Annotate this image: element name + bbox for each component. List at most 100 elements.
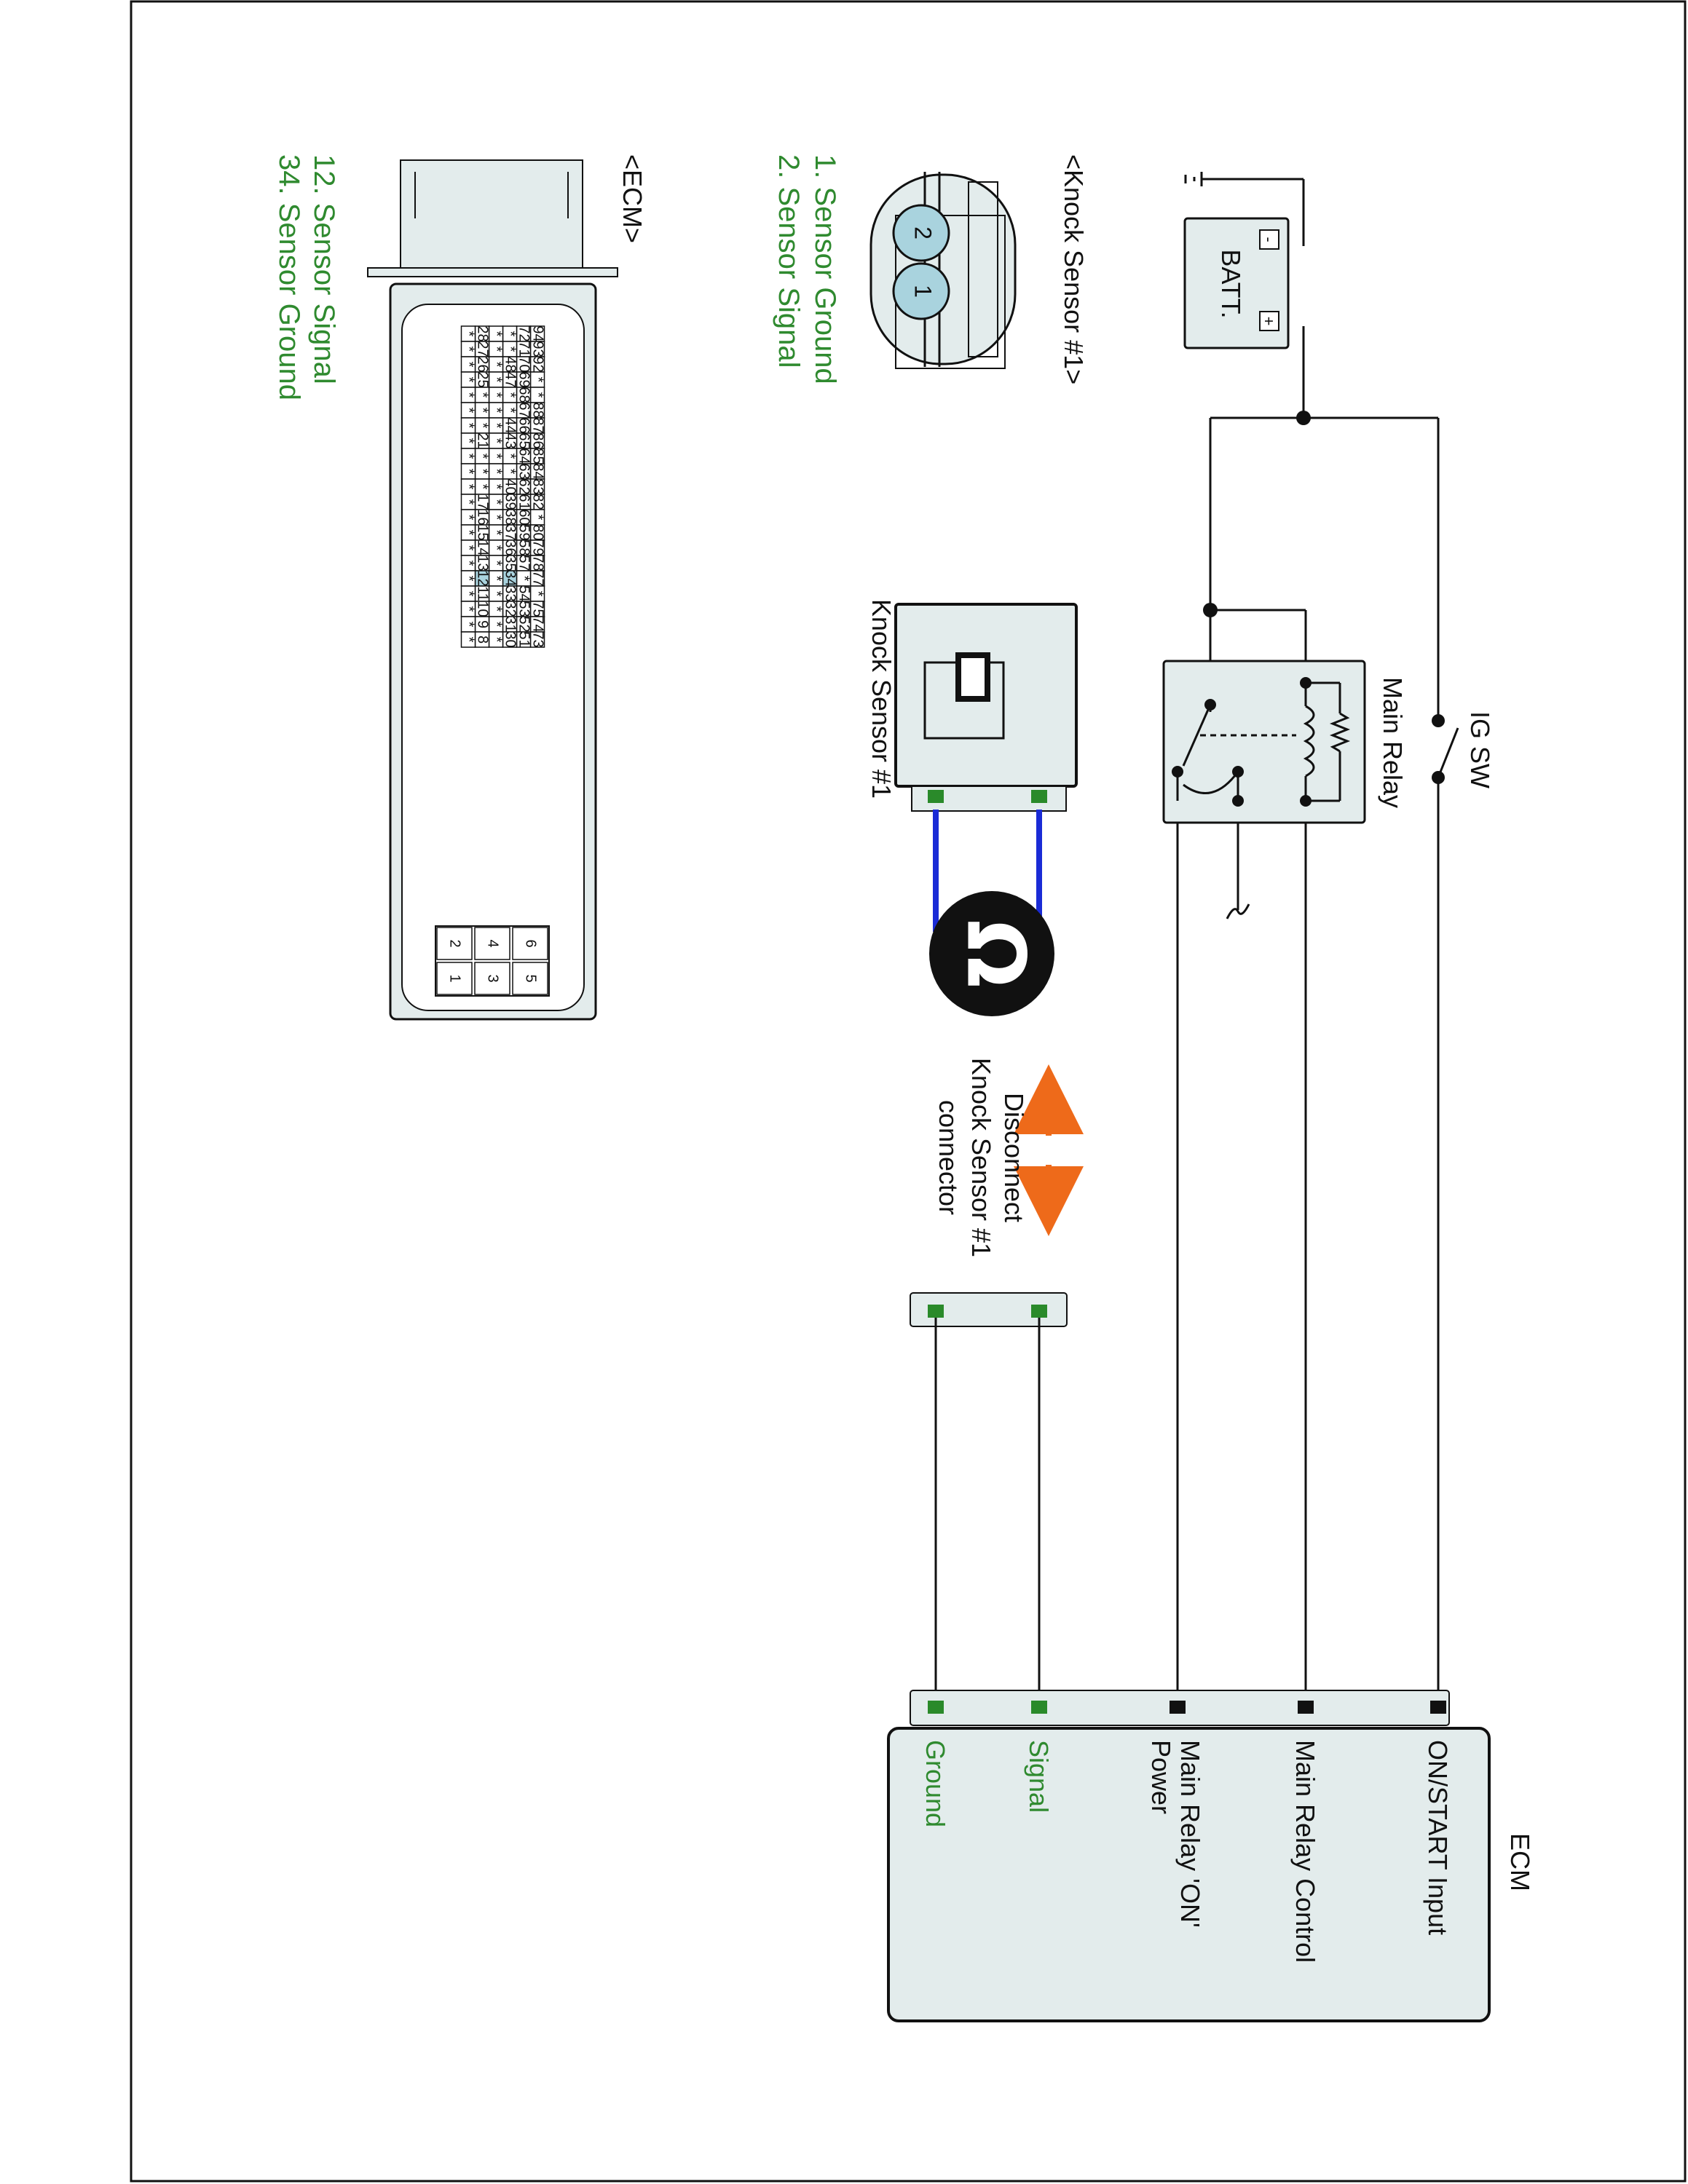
ecm-pin-label: *	[489, 469, 505, 475]
ecm-pin-label: 27	[475, 341, 491, 357]
ecm-pin-label: 51	[516, 631, 532, 647]
ecm-pin-label: *	[475, 392, 491, 398]
ecm-pin-label: 21	[475, 432, 491, 448]
ecm-pin-label: 73	[530, 631, 546, 647]
ecm-pin-label: 8	[475, 636, 491, 644]
harness-connector	[910, 1292, 1068, 1327]
ecm-pin-label: *	[489, 545, 505, 551]
knock-sensor-connector-view: <Knock Sensor #1> 2 1 1. Sensor Ground 2…	[773, 154, 1089, 384]
ecm-connector-title: <ECM>	[618, 154, 647, 243]
ecm-pin-label: *	[489, 561, 505, 566]
ecm-pin-label: 77	[530, 570, 546, 586]
ohm-symbol: Ω	[950, 919, 1043, 988]
ecm-pin-label: *	[502, 454, 518, 459]
ecm-small-pin-label: 2	[447, 939, 463, 947]
ecm-pin-label: 69	[516, 371, 532, 387]
ecm-pin-label: 17	[475, 494, 491, 510]
ecm-small-pin-cell	[512, 962, 548, 995]
main-relay: Main Relay	[1162, 660, 1408, 824]
ecm-pin-label: 28	[475, 325, 491, 341]
ecm-pin-label: *	[461, 561, 477, 566]
ecm-pin-label: 62	[516, 478, 532, 494]
ecm-pin-label: *	[489, 408, 505, 414]
ecm-pin-label: 83	[530, 478, 546, 494]
ig-sw-label: IG SW	[1465, 711, 1495, 788]
ecm-pin-label: *	[489, 606, 505, 612]
ecm-pin-signal	[1031, 1701, 1047, 1714]
ecm-pin-label: 14	[475, 539, 491, 555]
ecm-pin-label: 93	[530, 341, 546, 357]
ecm-terminal-on-start: ON/START Input	[1423, 1740, 1453, 1935]
ecm-pin-label: *	[489, 347, 505, 352]
ecm-pin-label: 13	[475, 555, 491, 571]
ecm-pin-label: 84	[530, 463, 546, 479]
ecm-pin-label: *	[530, 377, 546, 383]
ecm-pin-label: *	[489, 576, 505, 582]
ecm-title: ECM	[1505, 1833, 1535, 1891]
ecm-pin-label: 63	[516, 463, 532, 479]
ecm-terminal-relay-control: Main Relay Control	[1290, 1740, 1320, 1963]
ecm-pin-label: *	[475, 484, 491, 490]
ecm-pin-label: 10	[475, 601, 491, 617]
ecm-pin-label: 31	[502, 616, 518, 632]
ecm-pin-label: *	[461, 515, 477, 521]
ecm-pin-label: *	[502, 392, 518, 398]
ecm-pin-label: 44	[502, 417, 518, 433]
ecm-pin-label: *	[489, 454, 505, 459]
ecm-pin-label: *	[502, 331, 518, 337]
ecm-pin-label: *	[489, 622, 505, 628]
battery-minus: -	[1260, 237, 1278, 242]
ecm-pin-label: *	[461, 362, 477, 368]
ecm-pin-label: *	[502, 408, 518, 414]
disconnect-line-2: Knock Sensor #1	[966, 1058, 996, 1257]
ecm-pin-label: 16	[475, 509, 491, 525]
ecm-pin-label: 34	[502, 570, 518, 586]
ecm-small-pin-label: 5	[523, 974, 539, 982]
ecm-pin-label: 9	[475, 620, 491, 628]
ecm-small-pin-label: 4	[485, 939, 501, 947]
ecm-pin-label: 12	[475, 570, 491, 586]
disconnect-line-3: connector	[934, 1100, 963, 1215]
ecm-pin-label: 67	[516, 402, 532, 418]
ecm-pin-label: 52	[516, 616, 532, 632]
ecm-pin-label: *	[461, 469, 477, 475]
ecm-pin-label: 75	[530, 601, 546, 617]
ecm-pin-desc-1: 12. Sensor Signal	[308, 154, 340, 384]
ecm-pin-label: *	[502, 469, 518, 475]
knock-pin-desc-2: 2. Sensor Signal	[773, 154, 805, 368]
ecm-pin-label: *	[475, 408, 491, 414]
ecm-pin-label: 25	[475, 371, 491, 387]
ecm-terminal-relay-on-power-2: Power	[1146, 1740, 1176, 1814]
ecm-pin-desc-2: 34. Sensor Ground	[273, 154, 305, 400]
ecm-connector-view: <ECM> 949392**88878685848382*80797877*75…	[273, 154, 647, 1021]
ecm-pin-label: *	[489, 499, 505, 505]
ecm-pin-label: *	[461, 591, 477, 597]
ecm-pin-label: 88	[530, 402, 546, 418]
ecm-pin-label: 78	[530, 555, 546, 571]
main-relay-label: Main Relay	[1378, 677, 1408, 808]
ecm-pin-label: *	[461, 622, 477, 628]
ecm-pin-label: *	[489, 392, 505, 398]
ecm-pin-relay-control	[1298, 1701, 1314, 1714]
ecm-pin-label: *	[489, 423, 505, 429]
ecm-pin-label: 79	[530, 539, 546, 555]
ecm-small-pin-label: 6	[523, 939, 539, 947]
ecm-pin-label: *	[489, 484, 505, 490]
ecm-pin-label: 72	[516, 325, 532, 341]
ig-switch: IG SW	[1432, 711, 1495, 788]
ecm-pin-label: 92	[530, 356, 546, 372]
ecm-pin-label: 58	[516, 539, 532, 555]
ecm-pin-grid: 949392**88878685848382*80797877*75747372…	[461, 325, 546, 648]
ecm-pin-label: *	[475, 469, 491, 475]
ecm-pin-label: 33	[502, 585, 518, 601]
ecm-pin-label: 59	[516, 524, 532, 540]
ecm-pin-ground	[928, 1701, 944, 1714]
ecm-pin-label: *	[461, 408, 477, 414]
ecm-terminal-ground: Ground	[920, 1740, 950, 1827]
ecm-pin-label: *	[461, 576, 477, 582]
ecm-small-pin-cell	[436, 962, 473, 995]
ecm-pin-label: 36	[502, 539, 518, 555]
ecm-pin-label: 54	[516, 585, 532, 601]
ecm-pin-label: 87	[530, 417, 546, 433]
